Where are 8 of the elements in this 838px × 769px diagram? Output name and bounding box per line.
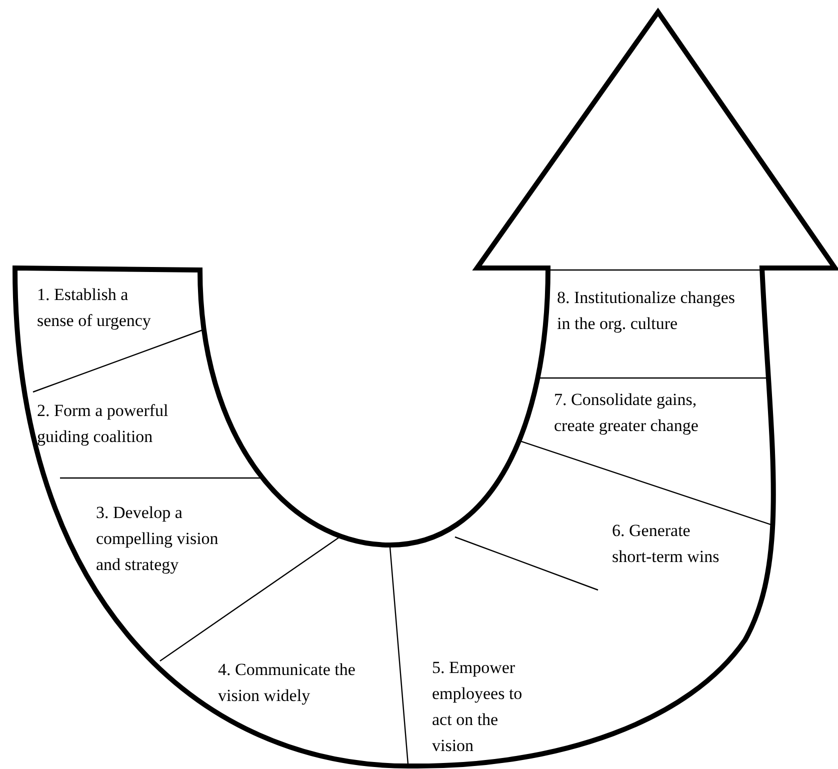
step-text: 8. Institutionalize changes in the org. culture xyxy=(557,285,747,337)
step-text: 4. Communicate the vision widely xyxy=(218,657,358,709)
step-text: 2. Form a powerful guiding coalition xyxy=(37,398,197,450)
step-text: 3. Develop a compelling vision and strategy xyxy=(96,500,241,578)
step-text: 5. Empower employees to act on the vision xyxy=(432,655,537,759)
step-text: 6. Generate short-term wins xyxy=(612,518,727,570)
step-text: 7. Consolidate gains, create greater change xyxy=(554,387,709,439)
step-text: 1. Establish a sense of urgency xyxy=(37,282,155,334)
